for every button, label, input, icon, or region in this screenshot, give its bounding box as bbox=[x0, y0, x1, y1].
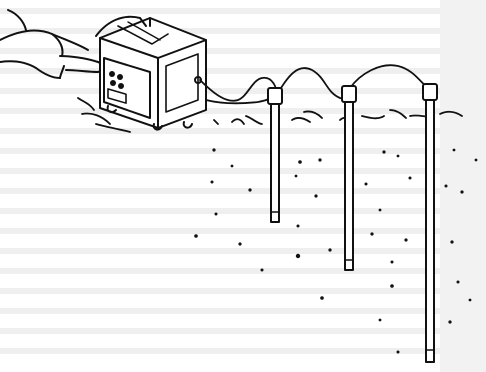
probe-3 bbox=[423, 84, 437, 362]
keypad-button-icon bbox=[118, 83, 124, 89]
probe-rod bbox=[345, 102, 353, 270]
probe-1 bbox=[268, 88, 282, 222]
probe-connector bbox=[342, 86, 356, 102]
probe-connector bbox=[268, 88, 282, 104]
keypad-button-icon bbox=[110, 80, 116, 86]
probe-rod bbox=[426, 100, 434, 362]
probe-rod bbox=[271, 104, 279, 222]
probe-connector bbox=[423, 84, 437, 100]
probe-2 bbox=[342, 86, 356, 270]
keypad-button-icon bbox=[109, 71, 115, 77]
keypad-button-icon bbox=[117, 74, 123, 80]
